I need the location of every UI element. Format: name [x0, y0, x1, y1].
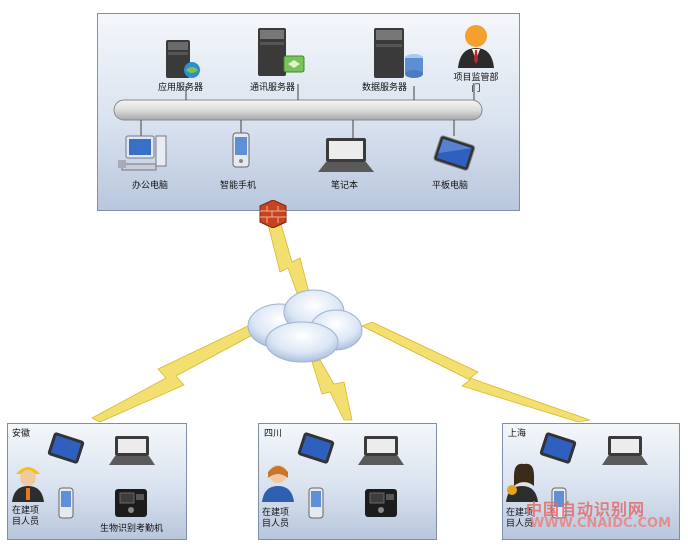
watermark-title: 中国自动识别网 [526, 500, 646, 519]
database-server-icon [374, 28, 423, 78]
tablet-icon [297, 432, 335, 464]
smartphone-icon [551, 487, 567, 519]
site-region-label: 安徽 [12, 429, 31, 439]
tablet-icon [433, 135, 476, 171]
bolt-cloud-anhui [91, 324, 259, 423]
site-panel-anhui [7, 423, 187, 540]
worker-person-icon [12, 467, 44, 502]
bolt-cloud-shanghai [361, 321, 591, 423]
tablet-icon [539, 432, 577, 464]
tablet-icon [47, 432, 85, 464]
biometric-device-label: 生物识别考勤机 [100, 524, 164, 534]
supervisor-person-icon [458, 25, 494, 68]
smartphone-icon [308, 487, 324, 519]
office-pc-label: 办公电脑 [132, 181, 169, 191]
application-server-icon [166, 40, 200, 78]
laptop-label: 笔记本 [331, 181, 359, 191]
site-region-label: 上海 [508, 429, 527, 439]
application-server-label: 应用服务器 [158, 83, 204, 93]
laptop-icon [602, 436, 648, 465]
laptop-icon [109, 436, 155, 465]
watermark-url: WWW.CNAIDC.COM [530, 516, 672, 531]
worker-label: 在建项目人员 [12, 506, 40, 527]
smartphone-label: 智能手机 [220, 181, 257, 191]
worker-label: 在建项目人员 [262, 508, 290, 529]
supervisor-label: 项目监管部门 [453, 73, 499, 94]
office-pc-icon [118, 135, 167, 171]
communication-server-label: 通讯服务器 [250, 83, 296, 93]
firewall-icon [259, 200, 287, 228]
laptop-icon [358, 436, 404, 465]
communication-server-icon [258, 28, 305, 76]
site-panel-sichuan [258, 423, 437, 540]
database-server-label: 数据服务器 [362, 83, 408, 93]
bolt-cloud-sichuan [311, 359, 353, 421]
worker-label: 在建项目人员 [506, 508, 534, 529]
laptop-icon [318, 138, 374, 172]
worker-person-icon [506, 463, 538, 502]
site-region-label: 四川 [264, 429, 283, 439]
worker-person-icon [262, 465, 294, 502]
biometric-attendance-device-icon [115, 489, 147, 517]
biometric-attendance-device-icon [365, 489, 397, 517]
internet-cloud-icon [247, 289, 363, 363]
tablet-label: 平板电脑 [432, 181, 469, 191]
smartphone-icon [58, 487, 74, 519]
smartphone-icon [232, 132, 250, 168]
